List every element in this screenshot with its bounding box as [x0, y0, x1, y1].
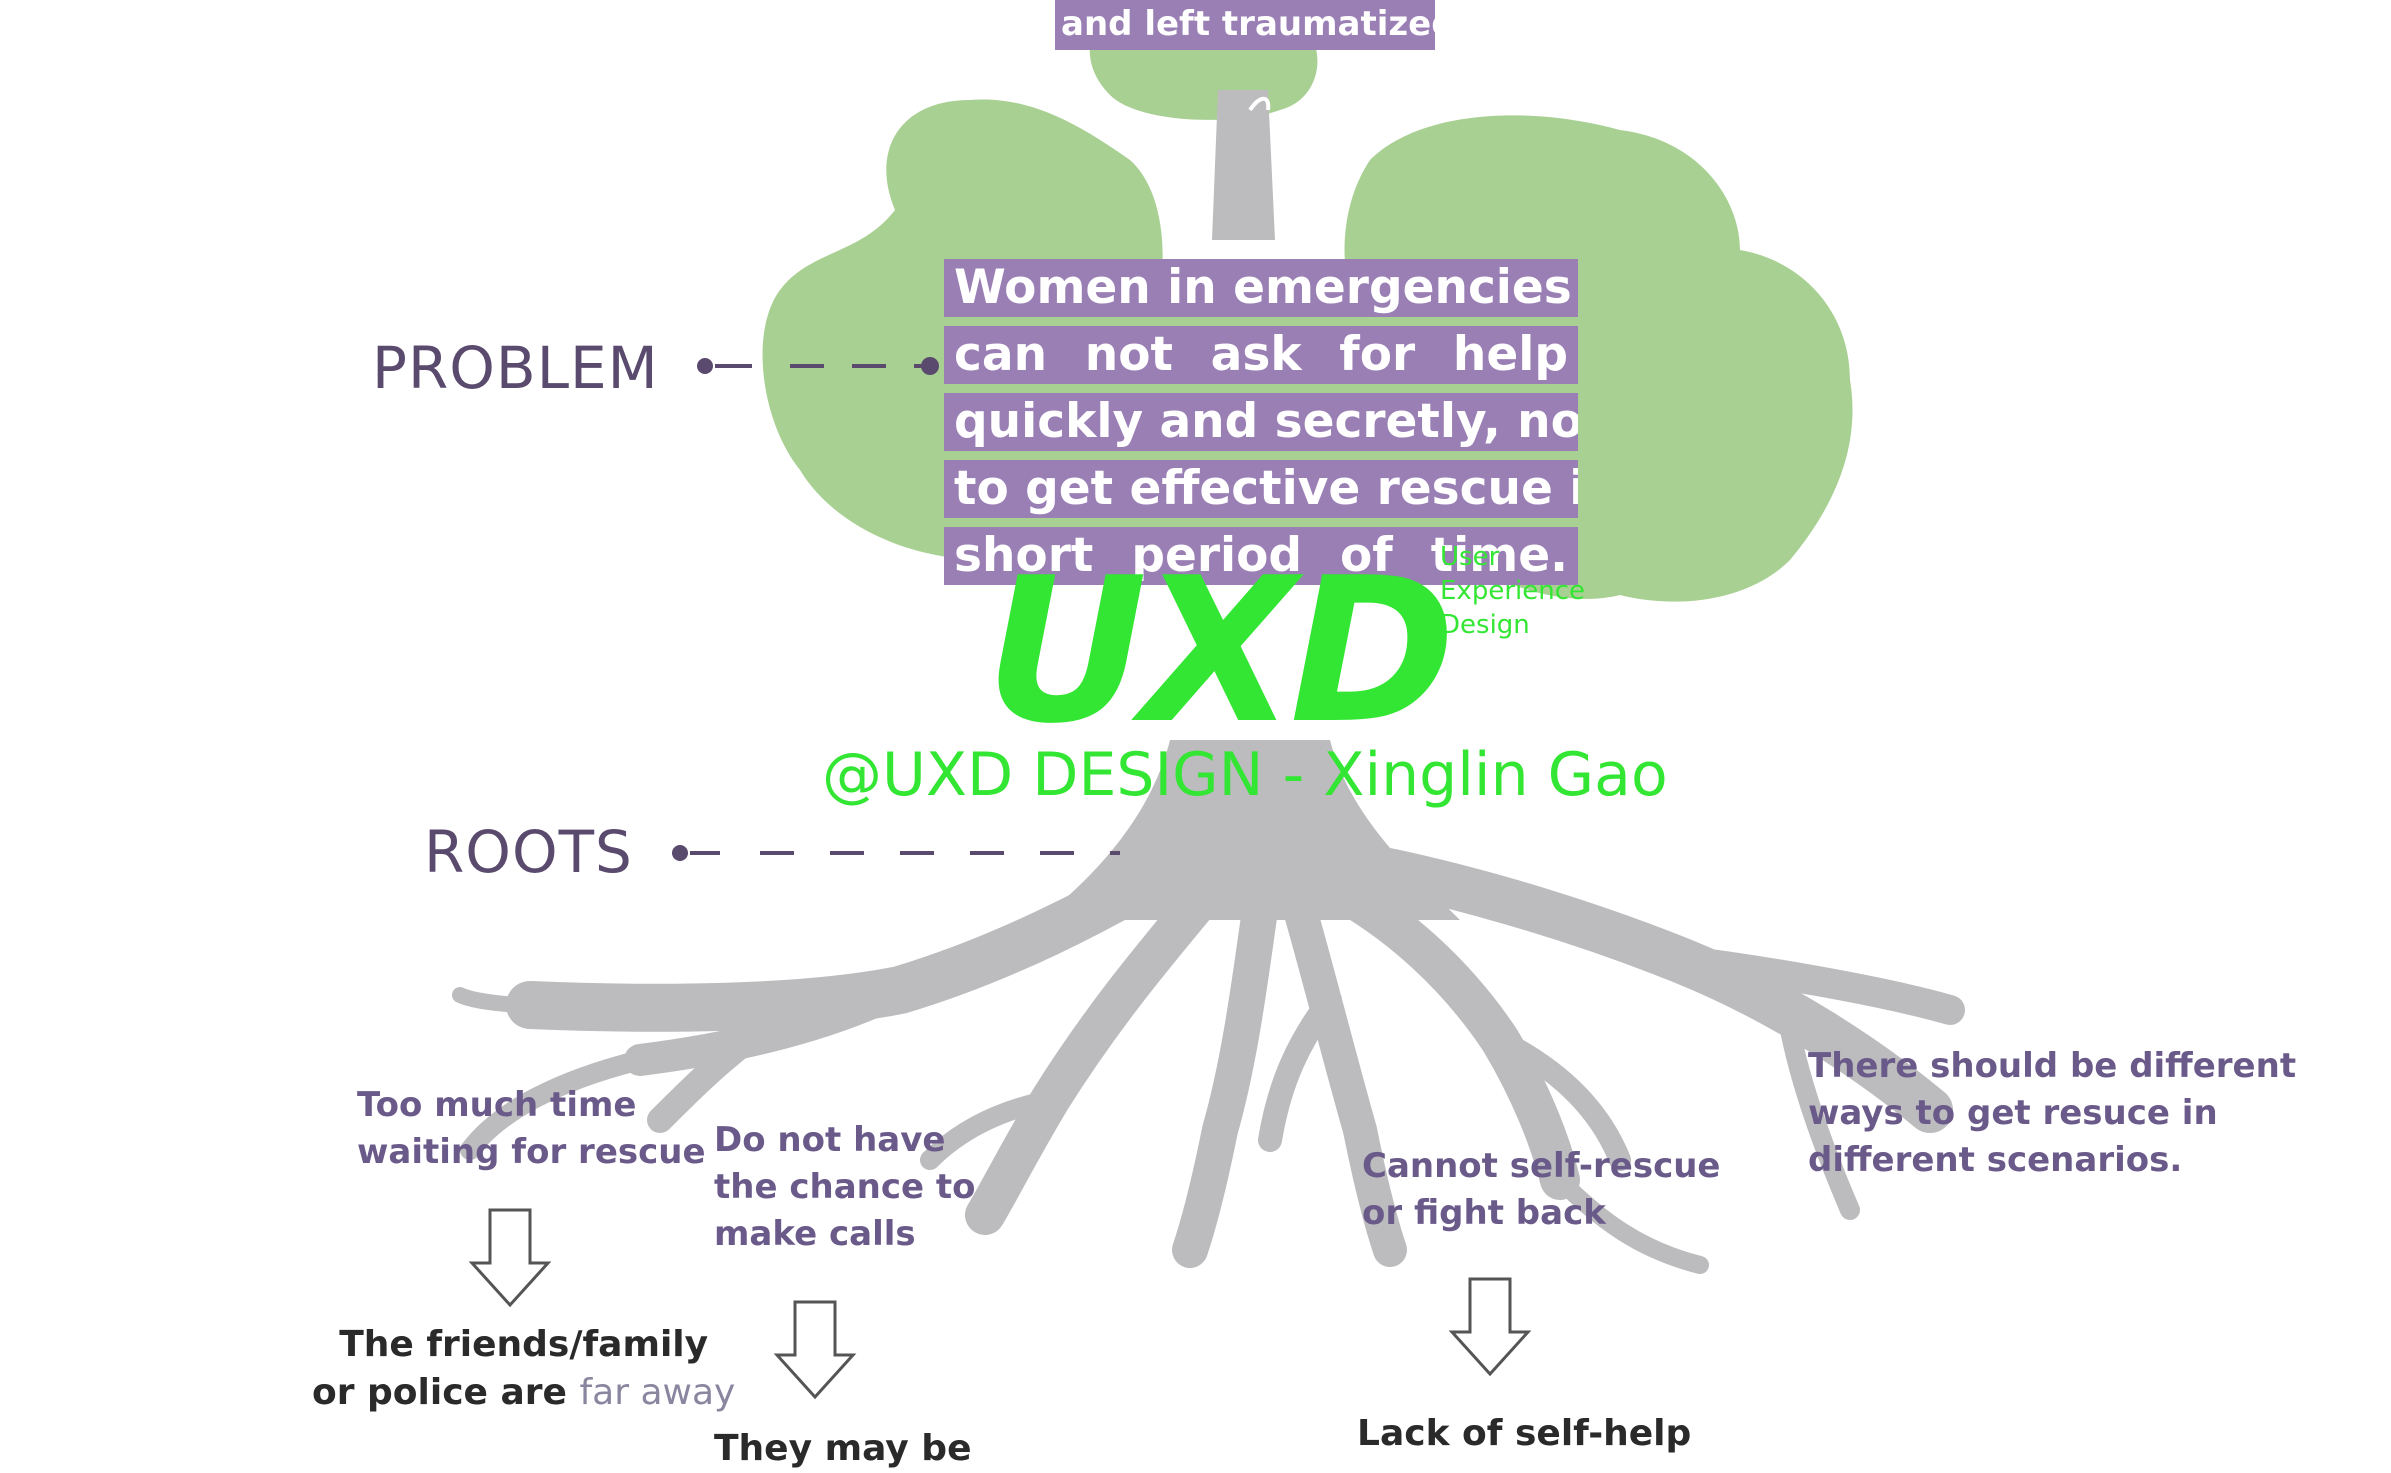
root-cause-calls: Do not have the chance to make calls: [714, 1117, 976, 1258]
root-cause-line: Too much time: [357, 1085, 637, 1125]
roots-connector-dot: [672, 845, 688, 861]
root-cause-line: Cannot self-rescue: [1362, 1146, 1721, 1186]
problem-connector: [697, 357, 939, 375]
uxd-watermark-credit: @UXD DESIGN - Xinglin Gao: [822, 740, 1668, 810]
root-cause-line: There should be different: [1808, 1046, 2297, 1086]
problem-line: Women in emergencies: [944, 259, 1578, 317]
result-line: They may be: [714, 1428, 972, 1469]
problem-connector-dot-left: [697, 358, 713, 374]
root-cause-self-rescue: Cannot self-rescue or fight back: [1362, 1143, 1721, 1237]
top-outcome-strip: and left traumatized: [1055, 0, 1435, 50]
problem-statement: Women in emergencies can not ask for hel…: [944, 259, 1578, 594]
root-cause-line: or fight back: [1362, 1193, 1606, 1233]
root-cause-waiting: Too much time waiting for rescue: [357, 1082, 706, 1176]
result-they-may-be: They may be: [714, 1425, 971, 1473]
root-cause-line: different scenarios.: [1808, 1140, 2183, 1180]
root-cause-scenarios: There should be different ways to get re…: [1808, 1043, 2296, 1184]
watermark-tagline-line: User: [1440, 542, 1500, 572]
result-far-away: The friends/family or police are far awa…: [312, 1321, 735, 1417]
down-arrow-self-rescue: [1448, 1277, 1532, 1377]
result-line-muted-part: far away: [579, 1372, 736, 1413]
problem-connector-dot-right: [921, 357, 939, 375]
watermark-tagline-line: Experience: [1440, 576, 1585, 606]
result-line-part: or police are: [312, 1372, 567, 1413]
down-arrows: [468, 1208, 1532, 1400]
result-lack-self-help: Lack of self-help: [1357, 1410, 1691, 1458]
roots-label: ROOTS: [424, 818, 633, 886]
root-cause-line: Do not have: [714, 1120, 946, 1160]
root-cause-line: make calls: [714, 1214, 916, 1254]
uxd-watermark-logo: UXD: [985, 535, 1456, 768]
problem-line: to get effective rescue in a: [944, 460, 1578, 518]
tree-trunk-upper: [1212, 90, 1275, 240]
root-cause-line: waiting for rescue: [357, 1132, 706, 1172]
top-outcome-text: and left traumatized: [1061, 4, 1435, 44]
result-line: The friends/family: [339, 1324, 709, 1365]
problem-label: PROBLEM: [372, 334, 659, 402]
tree-trunk-hook: [1248, 96, 1271, 112]
uxd-watermark-tagline: User Experience Design: [1440, 540, 1585, 642]
down-arrow-calls: [773, 1300, 857, 1400]
down-arrow-waiting: [468, 1208, 552, 1308]
root-cause-line: ways to get resuce in: [1808, 1093, 2218, 1133]
result-line: Lack of self-help: [1357, 1413, 1692, 1454]
result-line: or police are far away: [312, 1369, 735, 1417]
problem-line: short period of time.: [944, 527, 1578, 585]
watermark-tagline-line: Design: [1440, 610, 1530, 640]
tree-roots: [452, 740, 1965, 1274]
problem-line: quickly and secretly, nor: [944, 393, 1578, 451]
root-cause-line: the chance to: [714, 1167, 976, 1207]
roots-connector: [672, 845, 1120, 861]
problem-line: can not ask for help: [944, 326, 1578, 384]
